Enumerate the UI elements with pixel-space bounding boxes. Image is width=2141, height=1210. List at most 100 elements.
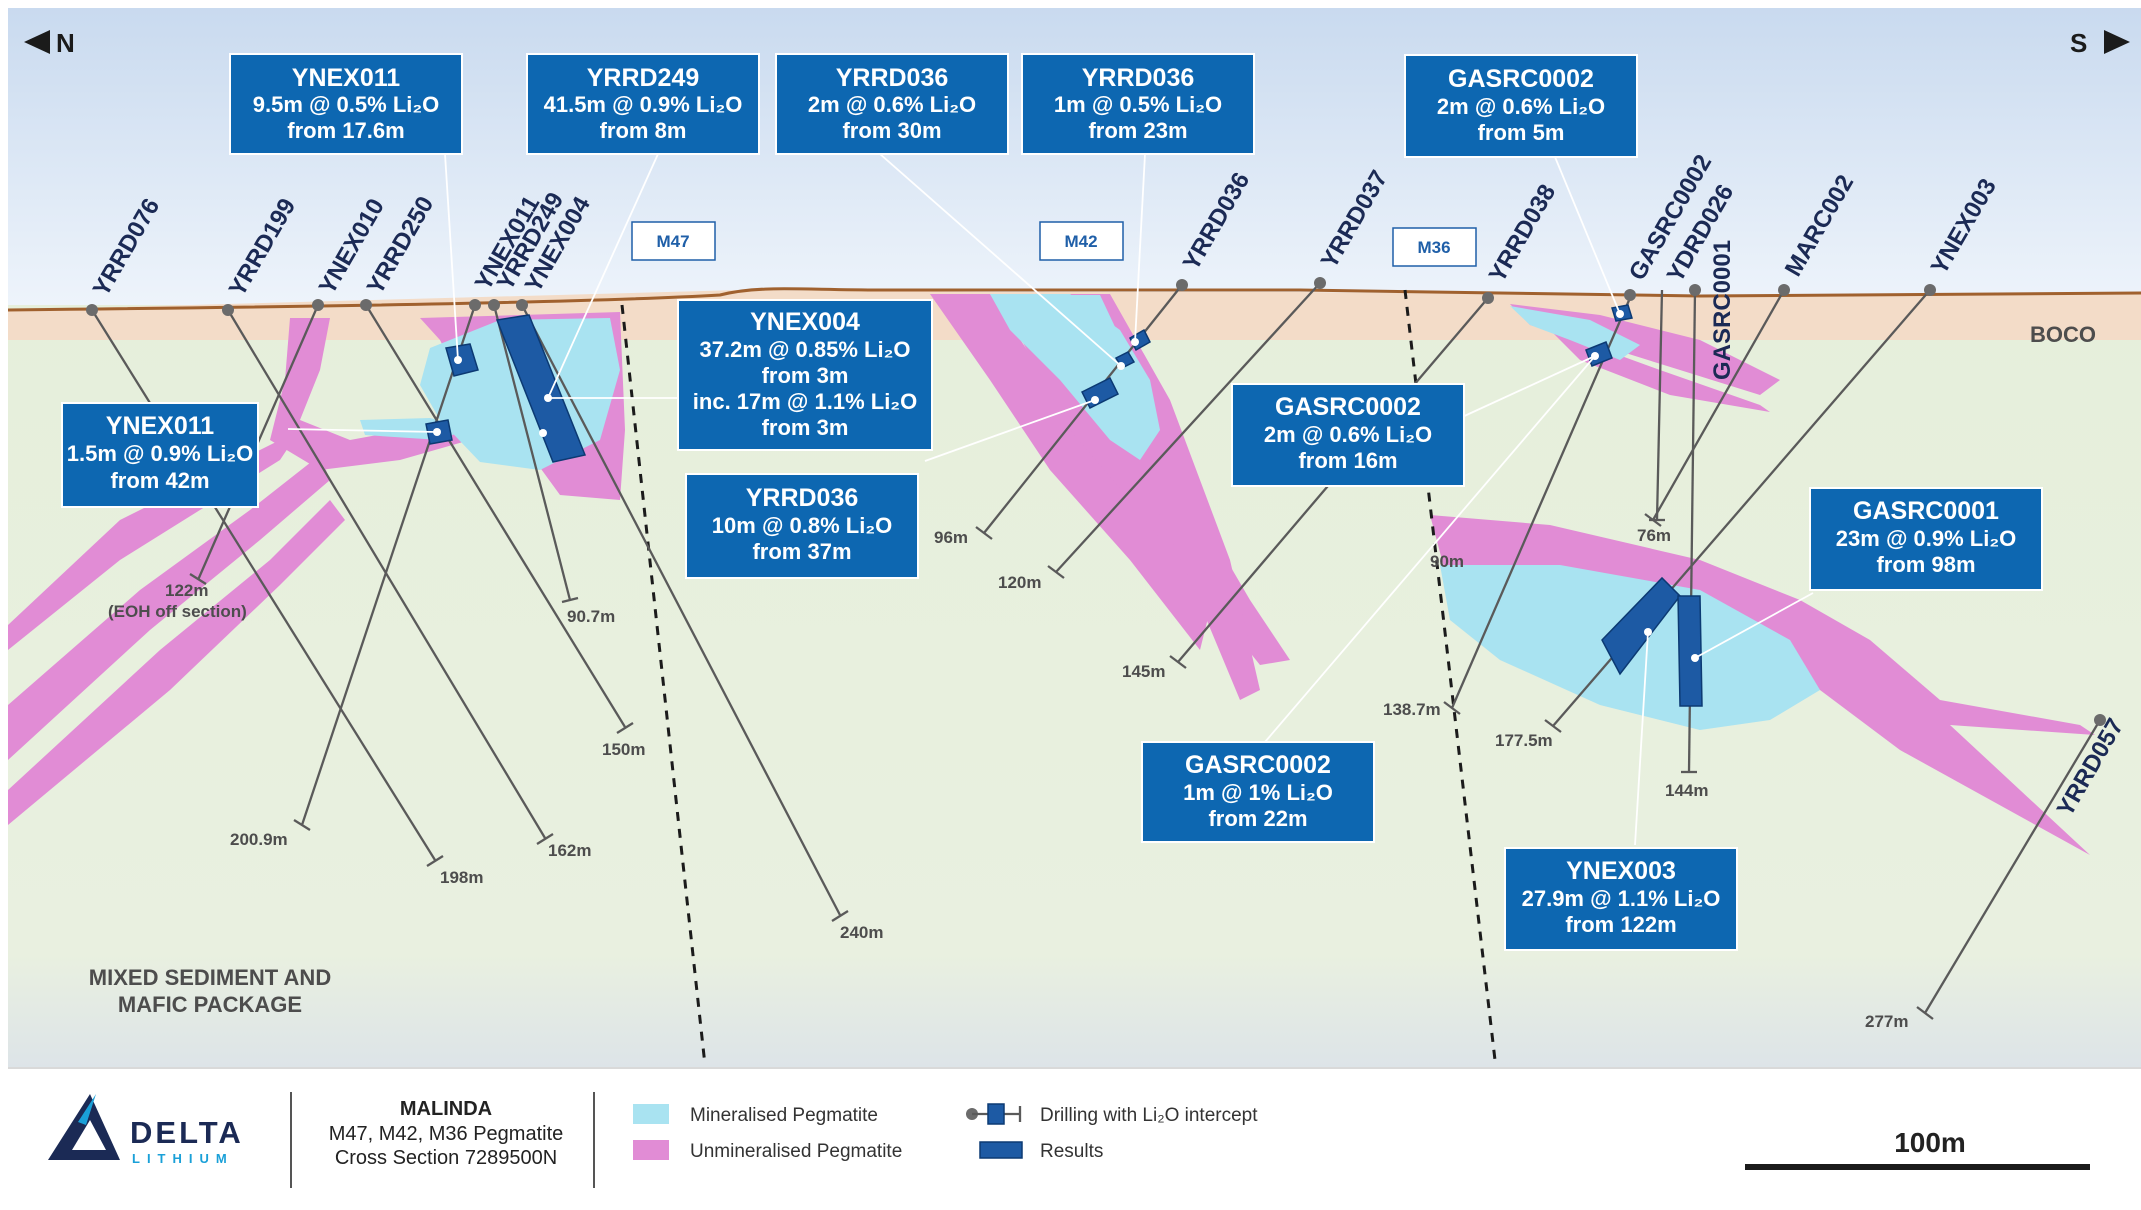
svg-text:YRRD036: YRRD036: [836, 64, 949, 92]
svg-text:from 17.6m: from 17.6m: [287, 118, 404, 143]
svg-text:from 22m: from 22m: [1208, 806, 1307, 831]
svg-text:inc. 17m @ 1.1% Li₂O: inc. 17m @ 1.1% Li₂O: [693, 389, 917, 414]
depth-label: 90m: [1430, 552, 1464, 571]
svg-text:23m @ 0.9% Li₂O: 23m @ 0.9% Li₂O: [1836, 526, 2016, 551]
depth-label: 150m: [602, 740, 645, 759]
legend-drilling: Drilling with Li₂O intercept: [1040, 1105, 1258, 1126]
zone-label-m47-text: M47: [656, 232, 689, 251]
legend-unmineralised: Unmineralised Pegmatite: [690, 1141, 902, 1162]
legend-swatch-mineralised: [633, 1104, 669, 1124]
scale-bar: [1745, 1164, 2090, 1170]
depth-label: 122m: [165, 581, 208, 600]
callout-ynex011-lower: YNEX011 1.5m @ 0.9% Li₂O from 42m: [61, 402, 259, 508]
zone-label-m47: [631, 221, 716, 261]
svg-text:YNEX004: YNEX004: [750, 308, 860, 336]
svg-text:1m @ 0.5% Li₂O: 1m @ 0.5% Li₂O: [1054, 92, 1222, 117]
svg-text:2m @ 0.6% Li₂O: 2m @ 0.6% Li₂O: [1264, 422, 1432, 447]
depth-label: 76m: [1637, 526, 1671, 545]
svg-text:10m @ 0.8% Li₂O: 10m @ 0.8% Li₂O: [712, 513, 892, 538]
hole-label-gasrc0001: GASRC0001: [1709, 240, 1736, 380]
project-name: MALINDA: [400, 1098, 492, 1120]
compass-south: S: [2070, 28, 2130, 58]
svg-text:from 37m: from 37m: [752, 539, 851, 564]
svg-text:YNEX011: YNEX011: [106, 412, 215, 440]
svg-text:2m @ 0.6% Li₂O: 2m @ 0.6% Li₂O: [1437, 94, 1605, 119]
svg-text:GASRC0002: GASRC0002: [1448, 65, 1594, 93]
arrow-right-icon: [2104, 30, 2130, 54]
svg-text:YNEX003: YNEX003: [1566, 857, 1676, 885]
svg-text:GASRC0001: GASRC0001: [1853, 497, 1999, 525]
callout-ynex004: YNEX004 37.2m @ 0.85% Li₂O from 3m inc. …: [677, 299, 933, 451]
callout-ynex011-upper: YNEX011 9.5m @ 0.5% Li₂O from 17.6m: [229, 53, 463, 155]
legend-results-symbol: [979, 1141, 1023, 1159]
zone-label-m42: [1039, 221, 1124, 261]
arrow-left-icon: [24, 30, 50, 54]
geology-label-line1: MIXED SEDIMENT AND: [89, 965, 331, 990]
svg-text:2m @ 0.6% Li₂O: 2m @ 0.6% Li₂O: [808, 92, 976, 117]
compass-south-label: S: [2070, 28, 2087, 58]
svg-text:from 5m: from 5m: [1478, 120, 1565, 145]
zone-label-m36-text: M36: [1417, 238, 1450, 257]
project-subtitle: M47, M42, M36 Pegmatite: [329, 1123, 564, 1145]
svg-text:from 8m: from 8m: [600, 118, 687, 143]
callout-gasrc0002-a: GASRC0002 2m @ 0.6% Li₂O from 5m: [1404, 54, 1638, 158]
depth-label: 198m: [440, 868, 483, 887]
legend-mineralised: Mineralised Pegmatite: [690, 1105, 878, 1126]
svg-text:YNEX011: YNEX011: [292, 64, 401, 92]
svg-text:from 3m: from 3m: [762, 415, 849, 440]
depth-label: (EOH off section): [108, 602, 247, 621]
callout-gasrc0002-c: GASRC0002 1m @ 1% Li₂O from 22m: [1141, 741, 1375, 843]
scale-bar-label: 100m: [1894, 1127, 1966, 1158]
svg-text:27.9m @ 1.1% Li₂O: 27.9m @ 1.1% Li₂O: [1522, 886, 1721, 911]
intercept-results: [425, 304, 1703, 707]
svg-text:YRRD249: YRRD249: [587, 64, 700, 92]
depth-label: 162m: [548, 841, 591, 860]
svg-text:from 42m: from 42m: [110, 468, 209, 493]
depth-label: 145m: [1122, 662, 1165, 681]
compass-north-label: N: [56, 28, 75, 58]
depth-label: 120m: [998, 573, 1041, 592]
regolith-label: BOCO: [2030, 322, 2096, 347]
depth-label: 144m: [1665, 781, 1708, 800]
svg-text:37.2m @ 0.85% Li₂O: 37.2m @ 0.85% Li₂O: [700, 337, 911, 362]
callout-yrrd249: YRRD249 41.5m @ 0.9% Li₂O from 8m: [526, 53, 760, 155]
fault-lines: [620, 289, 1497, 1066]
zone-label-m36: [1392, 227, 1477, 267]
svg-text:from 16m: from 16m: [1298, 448, 1397, 473]
depth-label: 177.5m: [1495, 731, 1553, 750]
svg-text:41.5m @ 0.9% Li₂O: 41.5m @ 0.9% Li₂O: [544, 92, 743, 117]
callout-yrrd036-c: YRRD036 10m @ 0.8% Li₂O from 37m: [685, 473, 919, 579]
leader-lines: [287, 153, 1814, 846]
brand-name: DELTA: [130, 1115, 244, 1150]
depth-labels: 122m (EOH off section) 90.7m 150m 200.9m…: [108, 526, 1908, 1031]
depth-label: 277m: [1865, 1012, 1908, 1031]
svg-text:9.5m @ 0.5% Li₂O: 9.5m @ 0.5% Li₂O: [253, 92, 440, 117]
svg-text:from 3m: from 3m: [762, 363, 849, 388]
delta-lithium-logo: DELTA LITHIUM: [48, 1094, 244, 1166]
svg-text:1m @ 1% Li₂O: 1m @ 1% Li₂O: [1183, 780, 1333, 805]
svg-text:from 23m: from 23m: [1088, 118, 1187, 143]
svg-text:GASRC0002: GASRC0002: [1185, 751, 1331, 779]
drill-end-ticks: [189, 513, 1934, 1020]
legend-swatch-unmineralised: [633, 1140, 669, 1160]
zone-labels: M47 M42 M36: [631, 221, 1477, 267]
depth-label: 138.7m: [1383, 700, 1441, 719]
legend-drilling-symbol: [966, 1103, 1022, 1125]
svg-text:from 98m: from 98m: [1876, 552, 1975, 577]
svg-text:from 30m: from 30m: [842, 118, 941, 143]
callouts: YNEX011 9.5m @ 0.5% Li₂O from 17.6m YRRD…: [61, 53, 2043, 951]
footer-panel: [8, 1068, 2141, 1210]
depth-label: 96m: [934, 528, 968, 547]
callout-gasrc0001: GASRC0001 23m @ 0.9% Li₂O from 98m: [1809, 487, 2043, 591]
callout-yrrd036-b: YRRD036 1m @ 0.5% Li₂O from 23m: [1021, 53, 1255, 155]
callout-gasrc0002-b: GASRC0002 2m @ 0.6% Li₂O from 16m: [1231, 383, 1465, 487]
drill-collars: [86, 277, 2106, 726]
legend-results: Results: [1040, 1141, 1103, 1162]
svg-text:YRRD036: YRRD036: [1082, 64, 1195, 92]
depth-label: 90.7m: [567, 607, 615, 626]
compass-north: N: [24, 28, 75, 58]
svg-text:GASRC0002: GASRC0002: [1275, 393, 1421, 421]
callout-yrrd036-a: YRRD036 2m @ 0.6% Li₂O from 30m: [775, 53, 1009, 155]
svg-text:YRRD036: YRRD036: [746, 484, 859, 512]
